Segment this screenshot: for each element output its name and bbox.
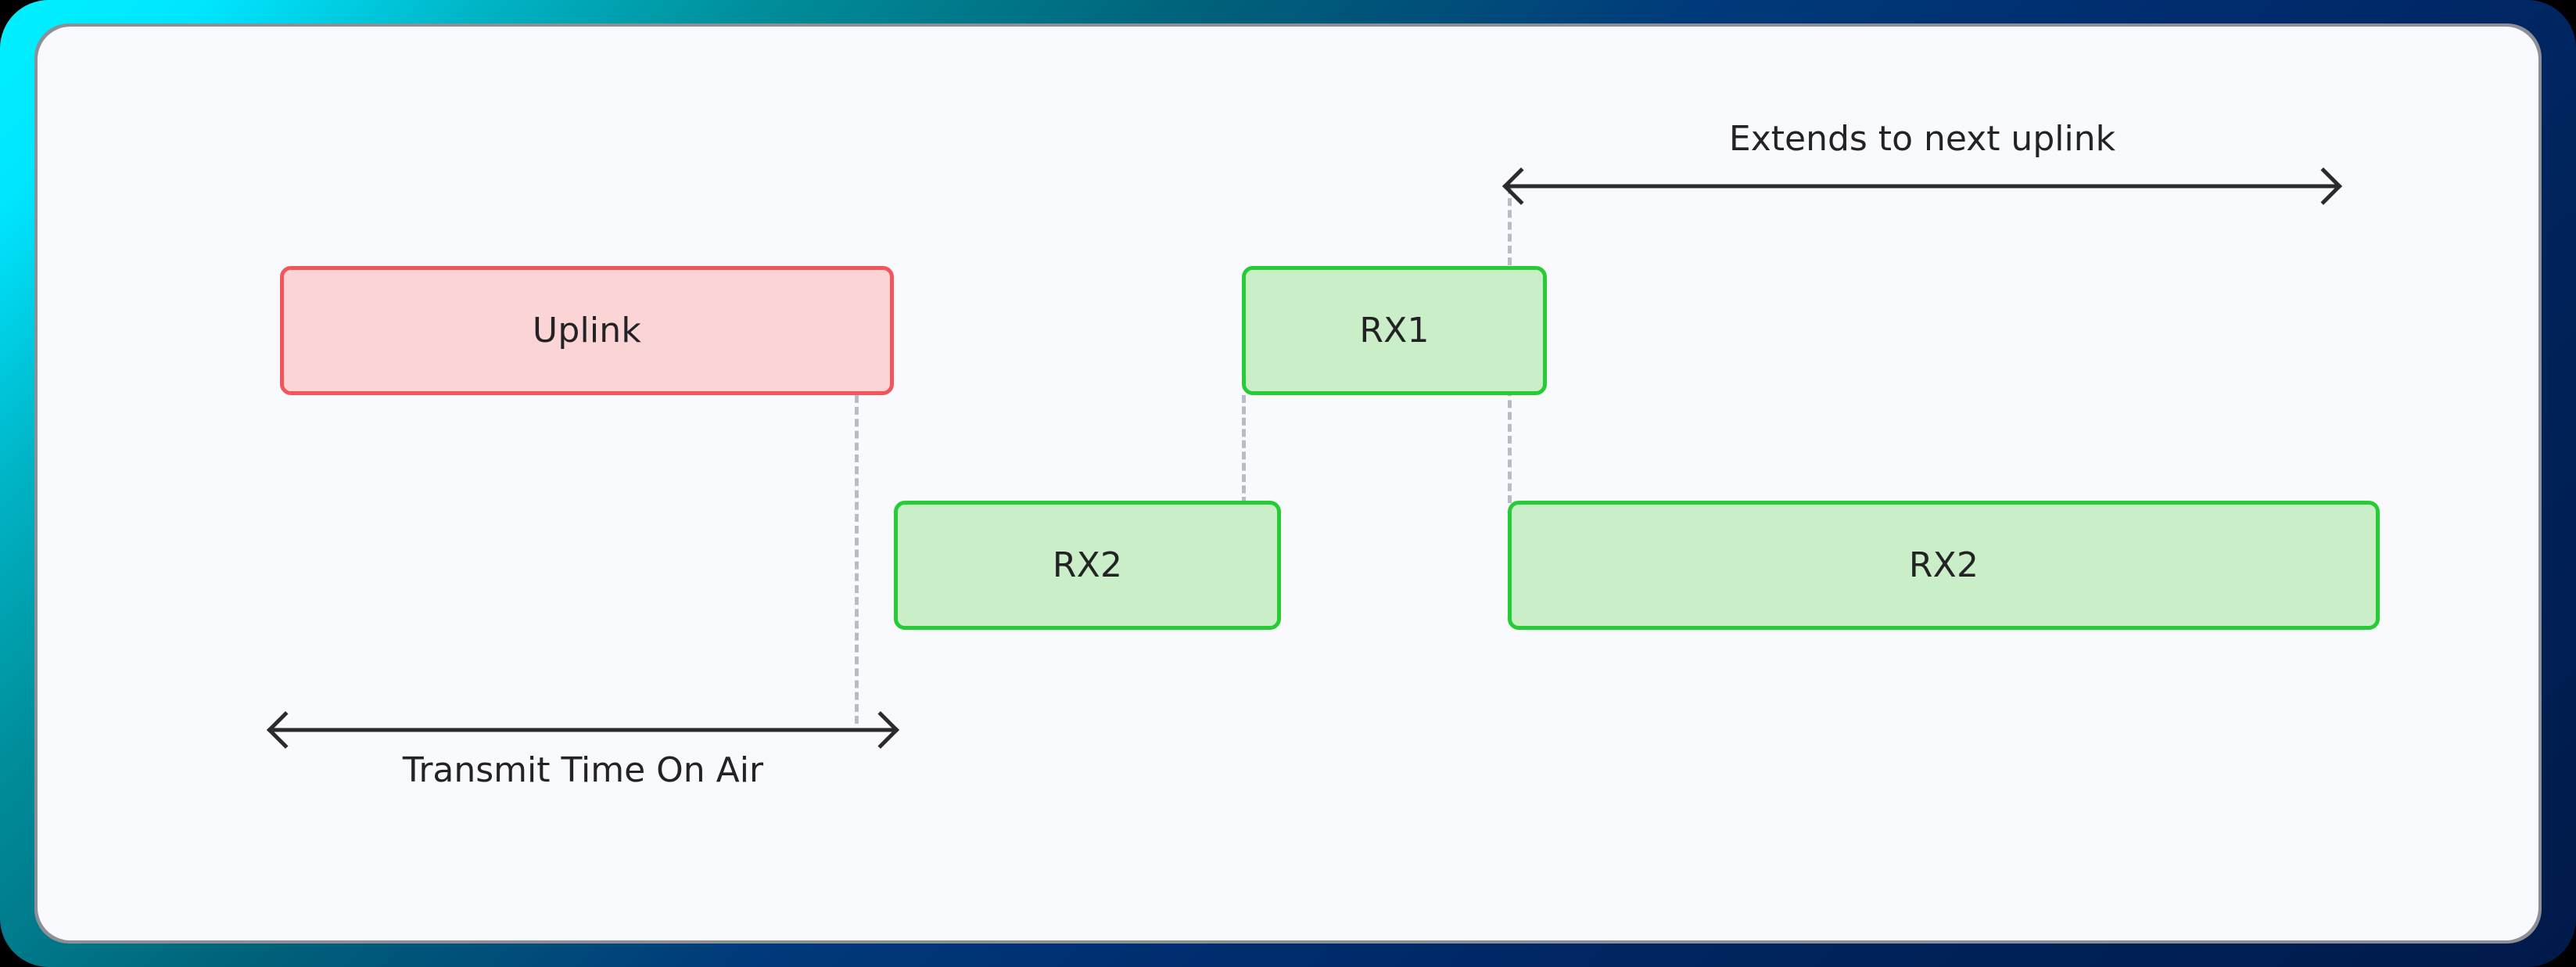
dashed-guide-uplink-end (855, 395, 859, 724)
arrow-extends-to-next-uplink (1501, 167, 2343, 206)
caption-transmit-time-on-air: Transmit Time On Air (402, 750, 764, 790)
caption-extends-to-next-uplink: Extends to next uplink (1728, 119, 2116, 159)
arrow-head-right-icon (2304, 167, 2343, 206)
diagram-canvas: Uplink RX2 RX1 RX2 Transmit Time On Air … (38, 27, 2538, 940)
block-rx1-label: RX1 (1359, 311, 1430, 350)
block-uplink-label: Uplink (532, 311, 642, 350)
block-rx1[interactable]: RX1 (1242, 266, 1547, 395)
block-rx2-extended-label: RX2 (1908, 545, 1979, 585)
arrow-head-left-icon (266, 710, 305, 750)
block-rx2-extended[interactable]: RX2 (1508, 501, 2380, 630)
arrow-head-right-icon (861, 710, 900, 750)
arrow-head-left-icon (1501, 167, 1541, 206)
arrow-shaft (272, 728, 894, 732)
arrow-transmit-time-on-air (266, 710, 900, 750)
block-rx2-early[interactable]: RX2 (894, 501, 1281, 630)
dashed-guide-rx2-early-right (1242, 395, 1246, 505)
block-uplink[interactable]: Uplink (280, 266, 894, 395)
block-rx2-early-label: RX2 (1052, 545, 1123, 585)
arrow-shaft (1508, 184, 2337, 189)
